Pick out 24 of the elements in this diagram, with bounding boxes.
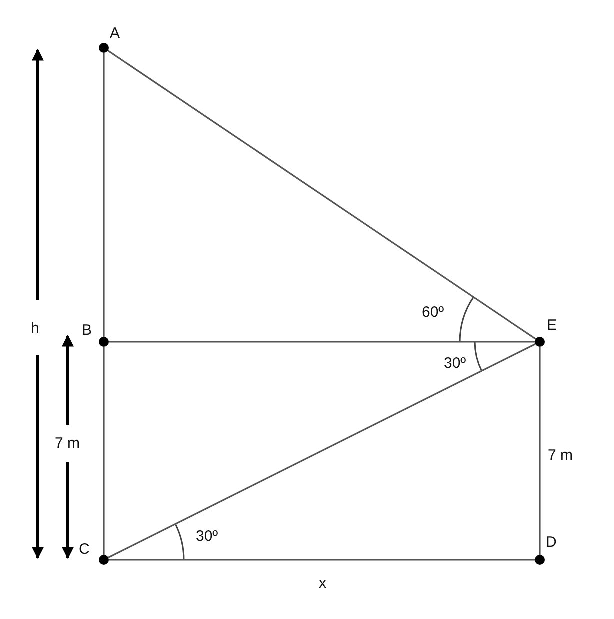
line-segment — [108, 50, 536, 340]
point-label: A — [110, 26, 120, 41]
point-label: D — [546, 535, 557, 550]
point-dot — [535, 337, 545, 347]
line-segment — [539, 347, 541, 555]
point-dot — [99, 555, 109, 565]
point-dot — [99, 43, 109, 53]
point-dot — [99, 337, 109, 347]
line-segment — [109, 559, 535, 561]
line-segment — [103, 347, 105, 555]
length-label: 7 m — [548, 448, 574, 463]
height-label: h — [31, 321, 40, 336]
angle-label: 30º — [444, 356, 466, 371]
line-segment — [109, 341, 535, 343]
line-segment — [103, 53, 105, 337]
length-label: 7 m — [55, 436, 80, 451]
point-dot — [535, 555, 545, 565]
angle-label: 30º — [196, 529, 218, 544]
angle-label: 60º — [422, 305, 444, 320]
line-segment — [108, 344, 536, 558]
length-label: x — [319, 576, 326, 591]
point-label: C — [79, 542, 90, 557]
point-label: E — [547, 318, 558, 333]
point-label: B — [82, 323, 92, 338]
